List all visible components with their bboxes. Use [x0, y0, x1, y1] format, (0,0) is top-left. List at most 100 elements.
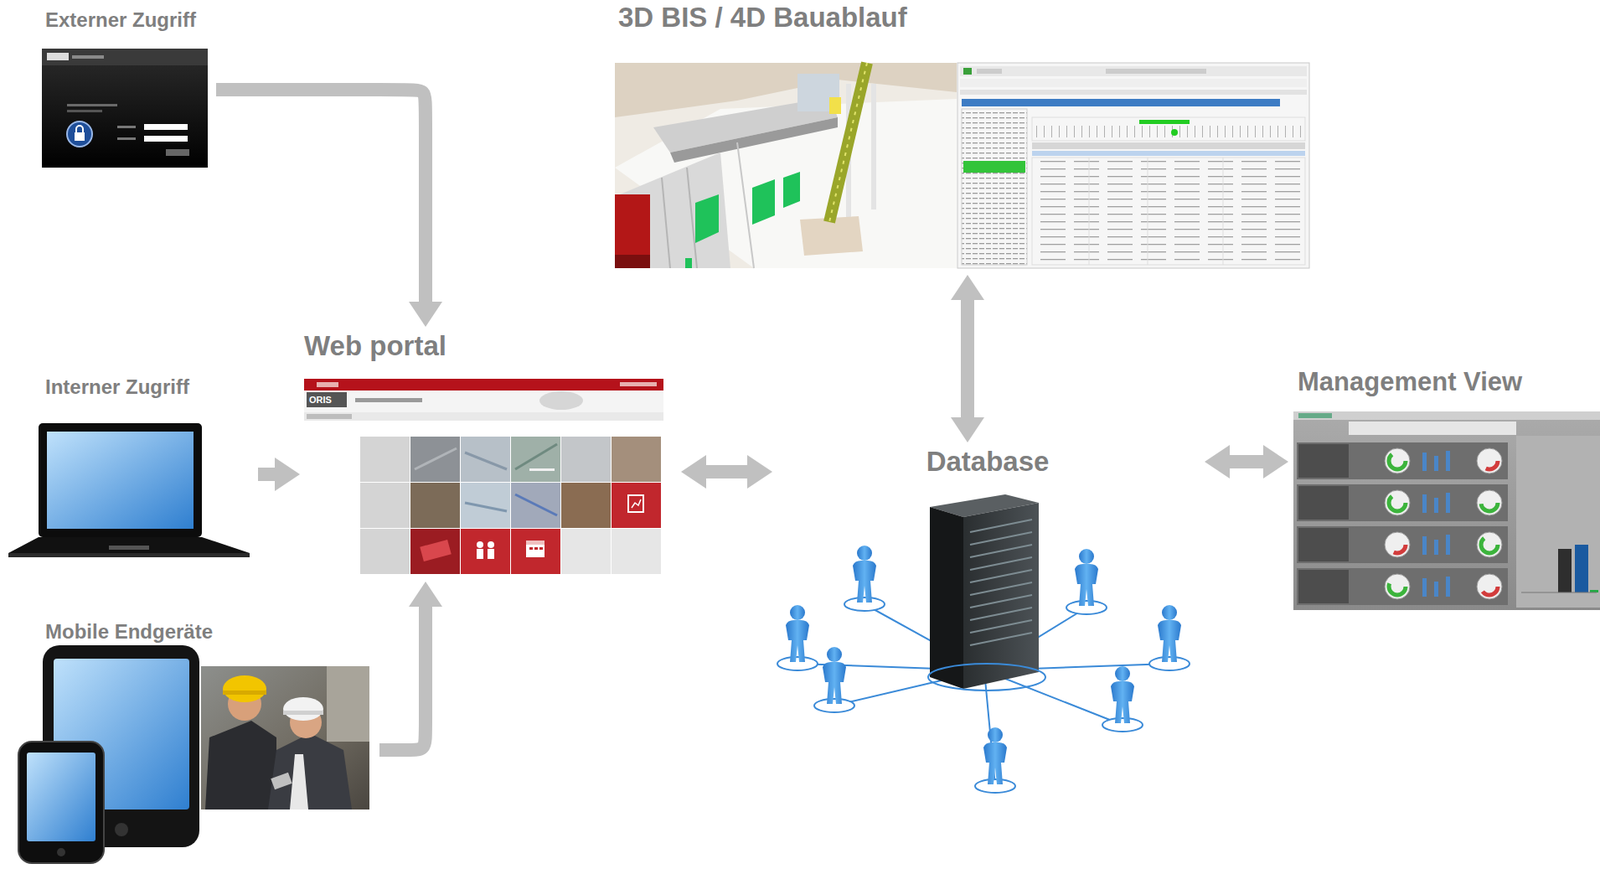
- connector-arrow: [960, 296, 975, 421]
- web-portal-screenshot: [611, 528, 661, 574]
- web-portal-screenshot: [539, 391, 584, 410]
- web-portal-screenshot: [360, 436, 410, 482]
- logo-text: ORIS: [309, 393, 332, 406]
- node-heading: Management View: [1293, 366, 1600, 398]
- 3d-model-render: [829, 97, 842, 114]
- database-network: [970, 607, 1033, 620]
- workers-photo: [283, 710, 324, 715]
- gantt-screenshot: [976, 68, 1002, 74]
- gantt-screenshot: [1032, 157, 1306, 265]
- management-dashboard-screenshot: [1481, 452, 1498, 470]
- web-portal-screenshot: [631, 499, 641, 508]
- management-dashboard-screenshot: [1296, 526, 1508, 563]
- database-network: [929, 506, 964, 689]
- gantt-screenshot: [1032, 150, 1306, 156]
- web-portal-screenshot: [304, 378, 664, 577]
- management-dashboard-screenshot: [1481, 536, 1498, 553]
- management-dashboard-screenshot: [1422, 536, 1427, 555]
- 3d-model-render: [614, 194, 651, 255]
- citrix-login-screenshot: [76, 125, 83, 133]
- laptop-icon: [8, 536, 250, 553]
- workers-photo: [201, 665, 370, 810]
- citrix-login-screenshot: [165, 149, 190, 156]
- gantt-screenshot: [963, 67, 972, 75]
- web-portal-screenshot: [360, 482, 410, 528]
- gantt-screenshot: [1147, 157, 1149, 265]
- laptop-icon: [108, 545, 150, 550]
- gantt-screenshot: [961, 98, 1280, 107]
- management-dashboard-screenshot: [1388, 578, 1406, 595]
- web-portal-screenshot: [510, 482, 561, 528]
- 3d-model-render: [752, 179, 775, 225]
- gantt-screenshot: [957, 62, 1310, 269]
- mobile-devices-icon: [18, 741, 104, 863]
- citrix-login-screenshot: [67, 109, 103, 113]
- 3d-model-render: [783, 171, 800, 208]
- node-heading: Database: [775, 445, 1200, 478]
- gantt-screenshot: [960, 66, 1307, 77]
- citrix-login-screenshot: [67, 103, 118, 107]
- laptop-icon: [8, 552, 250, 558]
- gantt-screenshot: [1032, 142, 1306, 150]
- web-portal-screenshot: [487, 541, 495, 548]
- database-network: [970, 582, 1033, 595]
- node-heading: Web portal: [301, 330, 671, 362]
- mobile-devices-icon: [114, 822, 129, 837]
- web-portal-screenshot: [561, 528, 611, 574]
- management-dashboard-screenshot: [1422, 450, 1451, 597]
- web-portal-screenshot: [476, 541, 484, 548]
- management-dashboard-screenshot: [1476, 531, 1502, 558]
- web-portal-screenshot: [304, 390, 664, 413]
- 3d-model-render: [685, 258, 692, 269]
- web-portal-screenshot: [487, 548, 495, 559]
- management-dashboard-screenshot: [1384, 490, 1410, 516]
- web-portal-screenshot: [304, 378, 664, 391]
- database-network: [1149, 604, 1190, 671]
- web-portal-screenshot: [464, 452, 507, 470]
- management-dashboard-screenshot: [1422, 578, 1427, 597]
- database-network: [970, 519, 1033, 532]
- web-portal-screenshot: [515, 494, 558, 516]
- workers-photo: [222, 675, 267, 702]
- gantt-screenshot: [1089, 157, 1090, 265]
- web-portal-screenshot: [410, 482, 460, 528]
- database-network: [970, 619, 1033, 633]
- database-network: [970, 544, 1033, 558]
- management-dashboard-screenshot: [1384, 448, 1502, 599]
- workers-photo: [268, 732, 352, 810]
- management-dashboard-screenshot: [1422, 452, 1427, 471]
- citrix-login-screenshot: [67, 121, 93, 147]
- management-dashboard-screenshot: [1481, 578, 1498, 595]
- web-portal-screenshot: [355, 397, 423, 403]
- management-dashboard-screenshot: [1434, 455, 1439, 471]
- connector-arrow: [1226, 454, 1267, 469]
- web-portal-screenshot: [410, 528, 460, 574]
- mobile-devices-icon: [56, 847, 66, 857]
- 3d-model-render: [871, 83, 877, 210]
- management-dashboard-screenshot: [1348, 421, 1517, 435]
- web-portal-screenshot: [611, 436, 661, 482]
- web-portal-screenshot: [526, 540, 545, 545]
- web-portal-screenshot: [526, 540, 545, 558]
- web-portal-screenshot: [619, 381, 657, 387]
- web-portal-screenshot: [529, 468, 555, 471]
- web-portal-screenshot: [534, 547, 538, 550]
- web-portal-screenshot: [306, 413, 352, 419]
- gantt-screenshot: [957, 62, 1310, 269]
- web-portal-screenshot: [464, 502, 507, 511]
- workers-photo: [270, 772, 292, 790]
- workers-photo: [205, 720, 277, 810]
- connector-arrow: [379, 603, 426, 750]
- gantt-screenshot: [960, 89, 1307, 95]
- gantt-screenshot: [1223, 157, 1224, 265]
- database-network: [1102, 665, 1143, 732]
- citrix-login-screenshot: [46, 52, 69, 61]
- 3d-model-render: [695, 194, 719, 243]
- database-network: [928, 663, 1046, 691]
- management-dashboard-screenshot: [1296, 484, 1508, 522]
- web-portal-screenshot: [510, 528, 561, 574]
- citrix-login-screenshot: [72, 55, 104, 59]
- gantt-screenshot: [1105, 68, 1207, 74]
- database-network: [970, 569, 1033, 583]
